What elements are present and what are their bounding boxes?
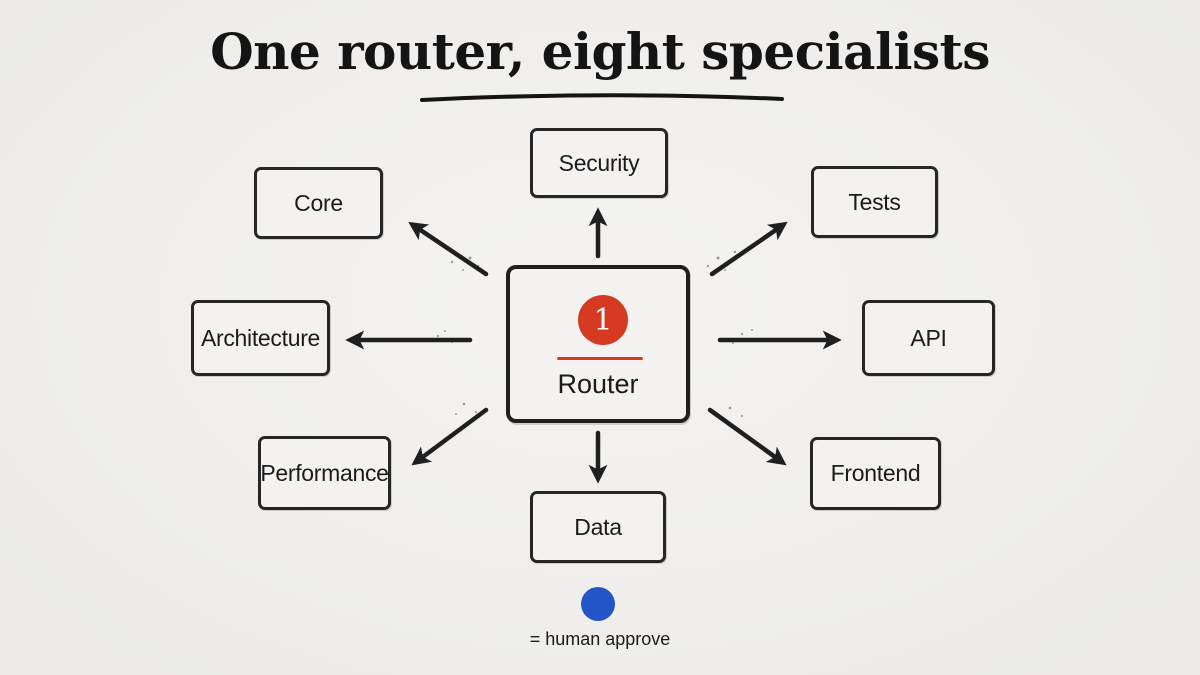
node-tests: Tests (811, 166, 938, 238)
node-api: API (862, 300, 995, 376)
legend-approval-dot (581, 587, 615, 621)
arrow-to-core (408, 221, 489, 277)
router-node: 1 Router (506, 265, 690, 423)
node-api-label: API (910, 324, 947, 351)
router-number-badge: 1 (578, 295, 628, 345)
node-tests-label: Tests (848, 188, 901, 215)
node-architecture: Architecture (191, 300, 330, 376)
node-core: Core (254, 167, 383, 239)
node-security-label: Security (558, 149, 640, 176)
title-underline (420, 93, 784, 102)
router-arrows (345, 207, 842, 484)
arrow-to-performance (411, 407, 489, 466)
router-label: Router (557, 369, 639, 399)
node-architecture-label: Architecture (200, 324, 321, 351)
node-security: Security (530, 128, 668, 198)
node-frontend-label: Frontend (830, 460, 921, 486)
arrow-to-tests (709, 221, 788, 277)
node-performance-label: Performance (260, 459, 389, 486)
node-performance: Performance (258, 436, 391, 510)
router-divider (557, 357, 643, 360)
node-data-label: Data (574, 513, 622, 540)
page-title: One router, eight specialists (210, 22, 990, 81)
node-data: Data (530, 491, 666, 563)
arrow-to-frontend (707, 407, 787, 466)
node-core-label: Core (294, 189, 343, 216)
legend-text: = human approve (529, 629, 671, 649)
node-frontend: Frontend (810, 437, 941, 510)
